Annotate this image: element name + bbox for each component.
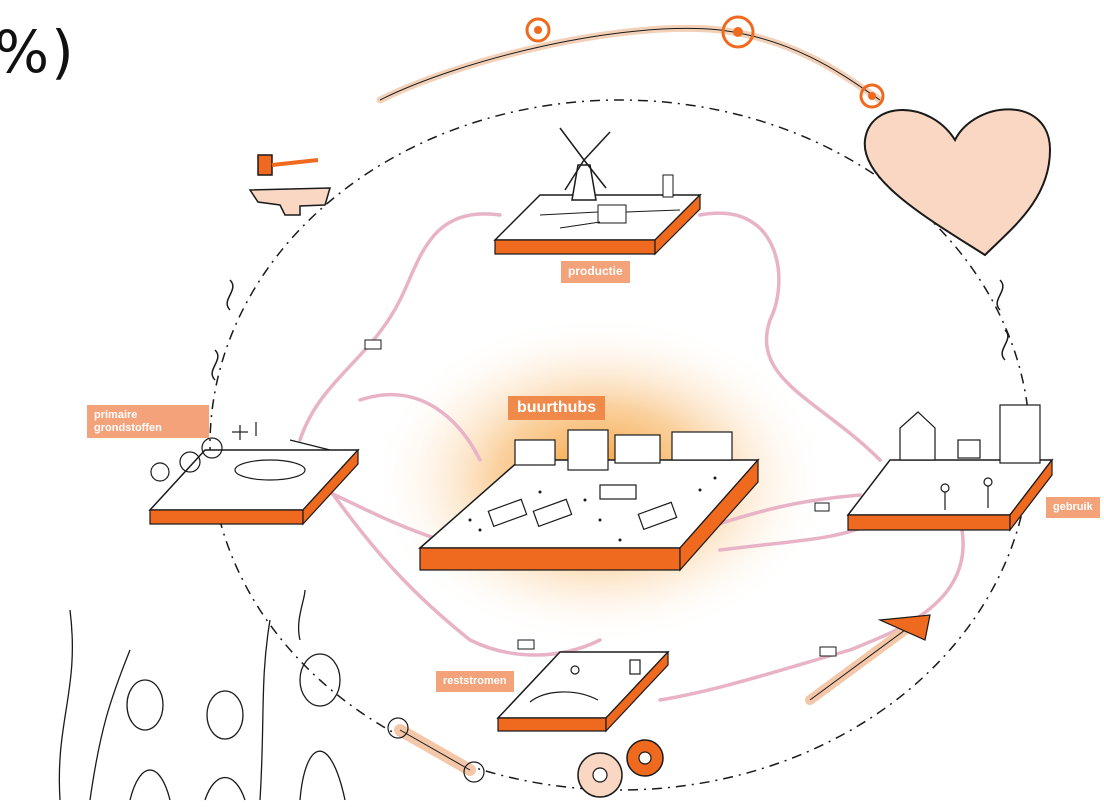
cargo-bike-icon bbox=[364, 339, 837, 657]
buurthubs-tile bbox=[418, 429, 760, 572]
gears-icon bbox=[577, 739, 664, 798]
corner-text: %) bbox=[0, 18, 76, 86]
flow-lines bbox=[278, 211, 965, 702]
reststromen-label: reststromen bbox=[436, 671, 514, 692]
heart-icon bbox=[863, 108, 1052, 257]
hammer-anvil-icon bbox=[248, 154, 332, 216]
reststromen-tile bbox=[496, 650, 670, 733]
flower-branch-icon bbox=[376, 15, 885, 109]
axe-icon bbox=[805, 614, 931, 705]
people-cheering-icon bbox=[58, 589, 346, 801]
gebruik-tile bbox=[846, 404, 1054, 532]
productie-label: productie bbox=[561, 261, 630, 283]
gebruik-label: gebruik bbox=[1046, 497, 1100, 518]
productie-tile bbox=[493, 127, 702, 256]
buurthubs-label: buurthubs bbox=[508, 396, 606, 421]
wrench-icon bbox=[387, 717, 485, 783]
squiggle-marks bbox=[211, 279, 1009, 381]
windmill-icon bbox=[559, 127, 611, 201]
primaire-grondstoffen-label: primaire grondstoffen bbox=[87, 405, 209, 439]
primaire-grondstoffen-tile bbox=[148, 422, 360, 526]
